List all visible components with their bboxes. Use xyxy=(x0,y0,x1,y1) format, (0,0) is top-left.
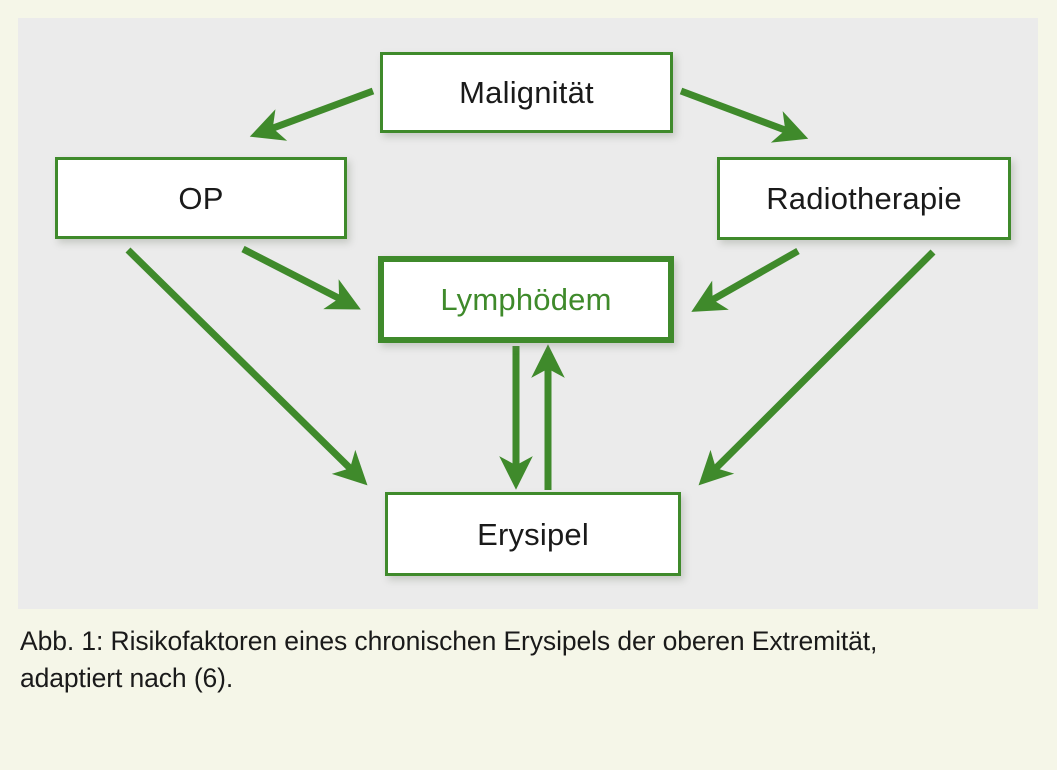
figure-caption: Abb. 1: Risikofaktoren eines chronischen… xyxy=(20,623,1030,697)
edge-op-to-lymphoedem xyxy=(241,245,361,310)
node-erysipel[interactable]: Erysipel xyxy=(385,492,681,576)
node-malignitaet-label: Malignität xyxy=(459,75,594,110)
node-op-label: OP xyxy=(178,180,224,216)
diagram-panel: Malignität OP Radiotherapie Lymphödem Er… xyxy=(18,18,1038,609)
node-lymphoedem[interactable]: Lymphödem xyxy=(378,256,674,343)
edge-malignitaet-to-op xyxy=(249,87,375,141)
figure-caption-line-2: adaptiert nach (6). xyxy=(20,663,234,693)
figure-caption-line-1: Abb. 1: Risikofaktoren eines chronischen… xyxy=(20,626,878,656)
node-op[interactable]: OP xyxy=(55,157,347,239)
node-radiotherapie[interactable]: Radiotherapie xyxy=(717,157,1011,240)
edge-op-to-erysipel xyxy=(125,247,368,486)
node-lymphoedem-label: Lymphödem xyxy=(440,282,612,317)
edge-malignitaet-to-radiotherapie xyxy=(679,87,809,143)
edge-radiotherapie-to-lymphoedem xyxy=(691,247,800,312)
edge-radiotherapie-to-erysipel xyxy=(698,249,936,486)
node-radiotherapie-label: Radiotherapie xyxy=(766,181,962,216)
node-erysipel-label: Erysipel xyxy=(477,516,589,552)
node-malignitaet[interactable]: Malignität xyxy=(380,52,673,133)
